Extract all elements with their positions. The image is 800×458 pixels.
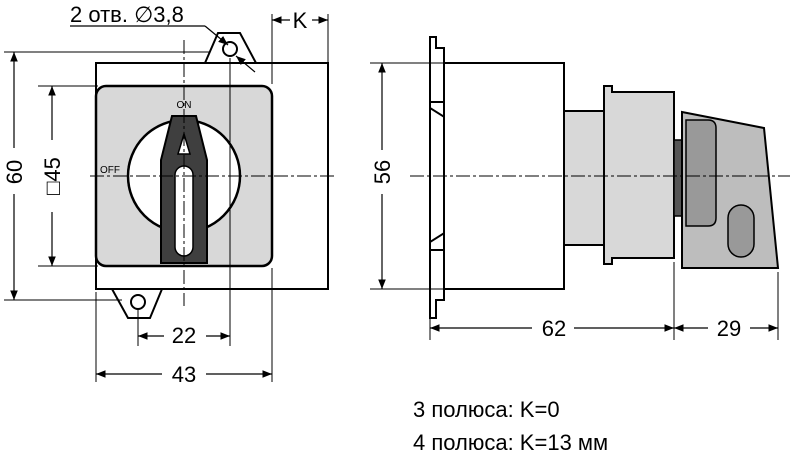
dim-k: K xyxy=(271,8,329,84)
side-neck xyxy=(563,110,605,246)
top-mounting-hole xyxy=(222,41,238,57)
side-handle-inner xyxy=(685,119,717,227)
note-4-poles: 4 полюса: K=13 мм xyxy=(413,430,609,455)
dial-off-label: OFF xyxy=(100,165,120,176)
dim-62: 62 xyxy=(429,262,675,341)
dim-60-label: 60 xyxy=(2,160,27,184)
dim-56-label: 56 xyxy=(370,160,395,184)
dim-43-label: 43 xyxy=(172,362,196,387)
note-3-poles: 3 полюса: K=0 xyxy=(413,397,560,422)
dim-60: 60 xyxy=(2,51,210,301)
dim-29: 29 xyxy=(674,272,779,341)
dim-45: □45 xyxy=(38,85,98,267)
side-handle-slot xyxy=(727,204,755,258)
side-view xyxy=(410,36,790,319)
side-connector xyxy=(673,139,683,217)
side-front-plate xyxy=(603,85,675,265)
dim-22-label: 22 xyxy=(172,323,196,348)
bottom-mounting-hole xyxy=(130,294,146,310)
dim-k-label: K xyxy=(293,8,308,33)
dim-62-label: 62 xyxy=(542,316,566,341)
front-view: ON OFF xyxy=(90,32,336,319)
dim-22: 22 xyxy=(137,58,231,348)
dim-43: 43 xyxy=(95,268,273,387)
hole-callout: 2 отв. ∅3,8 xyxy=(70,2,256,73)
hole-callout-label: 2 отв. ∅3,8 xyxy=(70,2,184,27)
dim-45-label: □45 xyxy=(40,157,65,195)
dim-56: 56 xyxy=(368,62,444,290)
dim-29-label: 29 xyxy=(717,316,741,341)
